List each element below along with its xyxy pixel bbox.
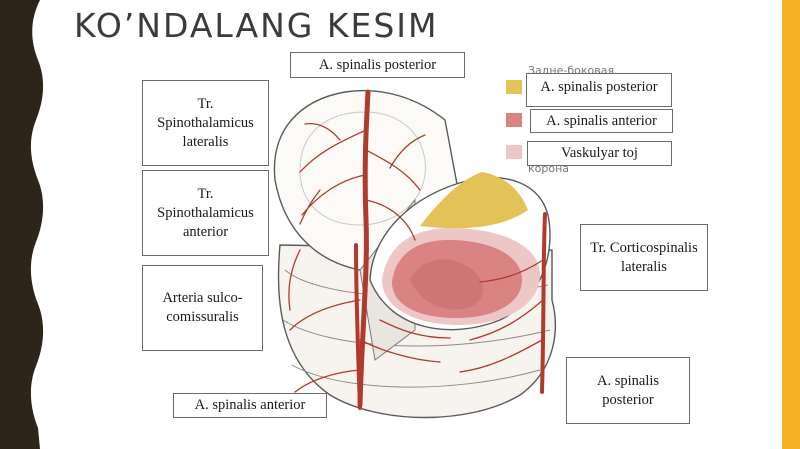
label-spinothalamic-anterior: Tr. Spinothalamicus anterior <box>142 170 269 256</box>
legend-swatch-posterior <box>506 80 522 94</box>
posterior-spinal-artery-vessel <box>357 89 371 408</box>
legend-label-vascular-corona: Vaskulyar toj <box>527 141 672 166</box>
left-decorative-bar <box>0 0 44 449</box>
label-posterior-spinal-artery-top: A. spinalis posterior <box>290 52 465 78</box>
legend-label-anterior: A. spinalis anterior <box>530 109 673 133</box>
slide-title: KO’NDALANG KESIM <box>74 6 439 45</box>
label-anterior-spinal-artery-bottom: A. spinalis anterior <box>173 393 327 418</box>
label-corticospinal-lateral: Tr. Corticospinalis lateralis <box>580 224 708 291</box>
legend-swatch-anterior <box>506 113 522 127</box>
label-posterior-spinal-artery-right: A. spinalis posterior <box>566 357 690 424</box>
legend-label-posterior: A. spinalis posterior <box>526 73 672 107</box>
cut-section-face <box>369 172 551 331</box>
legend-swatch-vascular-corona <box>506 145 522 159</box>
label-sulcocommissural-artery: Arteria sulco-comissuralis <box>142 265 263 351</box>
lateral-posterior-artery-vessel <box>540 212 547 394</box>
anterior-spinal-artery-vessel <box>354 243 362 410</box>
right-accent-bar <box>782 0 800 449</box>
label-spinothalamic-lateral: Tr. Spinothalamicus lateralis <box>142 80 269 166</box>
